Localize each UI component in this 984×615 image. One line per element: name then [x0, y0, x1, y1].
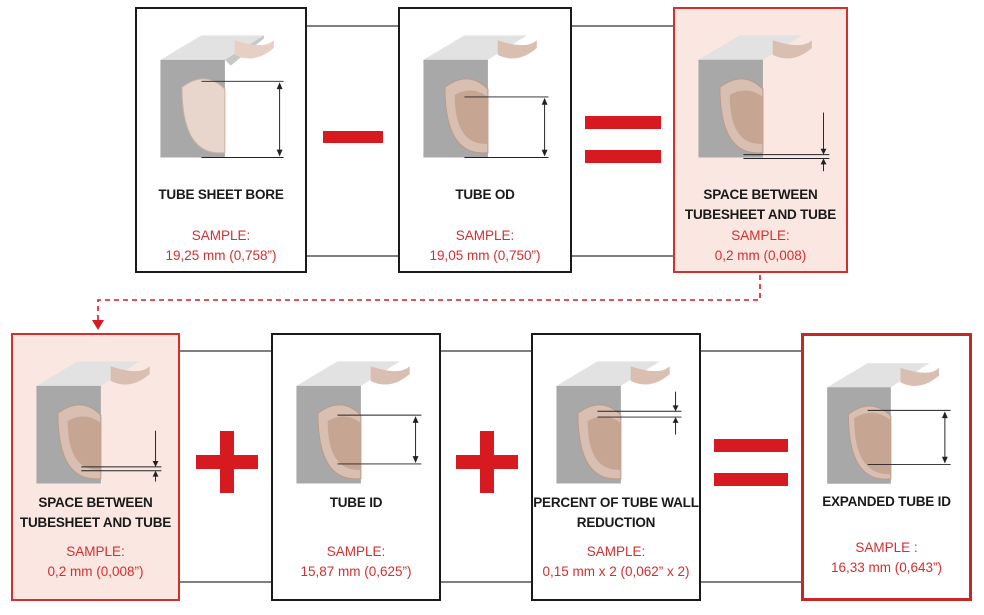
card-title-line2: TUBESHEET AND TUBE: [19, 515, 172, 530]
equals-operator-bottom: [585, 150, 661, 163]
sample-label: SAMPLE:: [455, 228, 515, 243]
plus-operator-v: [220, 431, 234, 493]
flow-arrow-head: [92, 320, 104, 330]
card-title-line2: REDUCTION: [576, 515, 656, 530]
card-title-line2: TUBESHEET AND TUBE: [684, 207, 837, 222]
sample-value: 19,05 mm (0,750”): [429, 248, 541, 263]
plus-operator-v: [480, 431, 494, 493]
dashed-flow-arrow: [97, 275, 761, 320]
space-between-illustration: [36, 361, 162, 484]
tube-od-illustration: [423, 35, 549, 158]
sample-value: 19,25 mm (0,758”): [165, 248, 277, 263]
card-tube-od: TUBE OD SAMPLE: 19,05 mm (0,750”): [398, 7, 572, 273]
card-tube-sheet-bore: TUBE SHEET BORE SAMPLE: 19,25 mm (0,758”…: [135, 7, 307, 273]
sample-label: SAMPLE:: [191, 228, 251, 243]
card-space-between-repeat: SPACE BETWEEN TUBESHEET AND TUBE SAMPLE:…: [11, 333, 180, 601]
sample-label: SAMPLE:: [66, 544, 125, 559]
card-title: TUBE ID: [329, 495, 383, 510]
minus-operator: [323, 131, 383, 143]
sample-value: 16,33 mm (0,643”): [830, 560, 943, 575]
card-title: TUBE SHEET BORE: [158, 187, 284, 202]
card-title-line1: SPACE BETWEEN: [703, 187, 818, 202]
sample-value: 0,15 mm x 2 (0,062” x 2): [542, 564, 690, 579]
card-space-between: SPACE BETWEEN TUBESHEET AND TUBE SAMPLE:…: [673, 7, 848, 273]
card-title: EXPANDED TUBE ID: [822, 494, 951, 509]
sample-value: 0,2 mm (0,008”): [47, 564, 144, 579]
sample-label: SAMPLE:: [586, 544, 646, 559]
card-title: TUBE OD: [455, 187, 515, 202]
card-title-line1: SPACE BETWEEN: [38, 495, 153, 510]
tube-sheet-bore-illustration: [160, 35, 284, 158]
sample-value: 0,2 mm (0,008): [714, 248, 807, 263]
card-expanded-tube-id: EXPANDED TUBE ID SAMPLE : 16,33 mm (0,64…: [801, 333, 972, 601]
sample-label: SAMPLE:: [731, 228, 790, 243]
equals-operator-top: [714, 439, 788, 452]
tube-id-illustration: [296, 361, 422, 484]
equals-operator-bottom: [714, 473, 788, 486]
sample-label: SAMPLE :: [855, 540, 918, 555]
expanded-tube-id-illustration: [827, 363, 951, 484]
card-title-line1: PERCENT OF TUBE WALL: [533, 495, 699, 510]
sample-label: SAMPLE:: [326, 544, 386, 559]
card-tube-id: TUBE ID SAMPLE: 15,87 mm (0,625”): [271, 333, 441, 601]
wall-reduction-illustration: [556, 361, 682, 484]
card-wall-reduction: PERCENT OF TUBE WALL REDUCTION SAMPLE: 0…: [531, 333, 701, 601]
space-between-illustration: [698, 35, 830, 172]
sample-value: 15,87 mm (0,625”): [300, 564, 412, 579]
equals-operator-top: [585, 116, 661, 129]
